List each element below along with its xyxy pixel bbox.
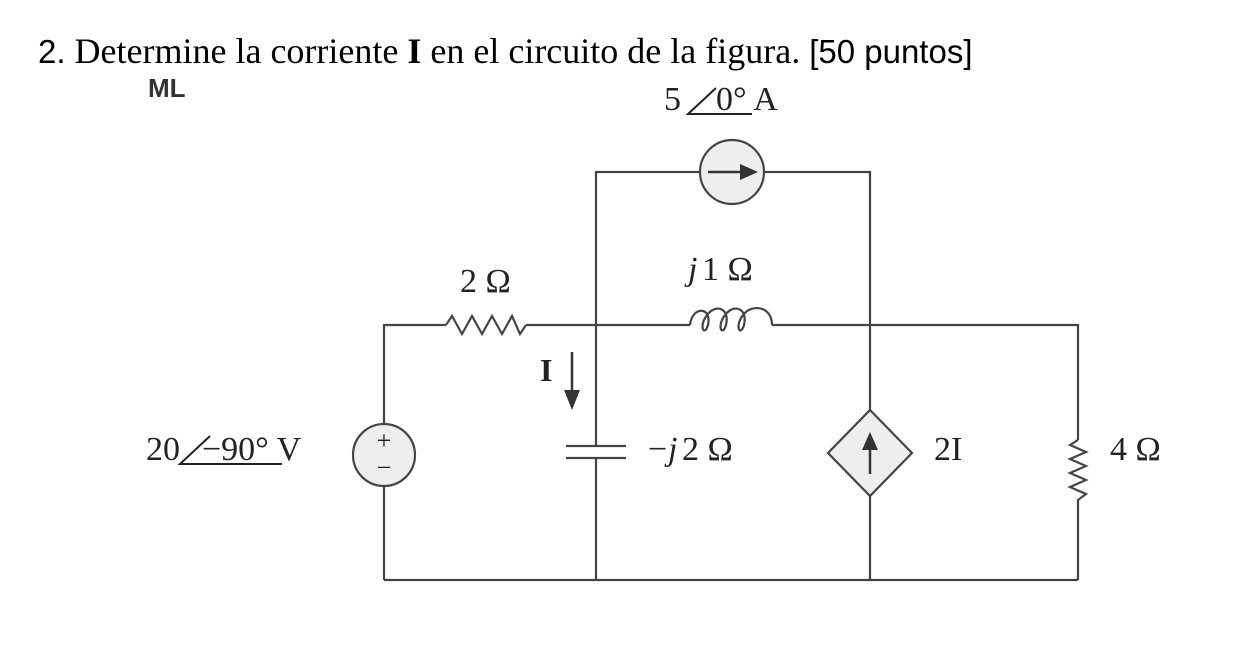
- resistor-4ohm: [1067, 439, 1089, 580]
- voltage-source-angle: −90° V: [202, 431, 302, 468]
- middle-wires: [382, 323, 1080, 440]
- current-i-label: I: [540, 352, 552, 388]
- problem-variable: I: [407, 31, 422, 71]
- capacitor: [566, 325, 626, 580]
- phasor-angle-icon: [177, 435, 282, 465]
- problem-text-pre: Determine la corriente: [74, 31, 408, 71]
- dependent-source: [826, 408, 914, 580]
- inductor: [688, 306, 774, 332]
- arrow-right-icon: [740, 164, 758, 180]
- resistor-2ohm: [445, 313, 527, 337]
- problem-text-post: en el circuito de la figura.: [421, 31, 801, 71]
- capacitor-label: 2 Ω: [682, 431, 733, 468]
- dependent-source-label: 2I: [934, 431, 962, 468]
- watermark-logo: ML: [148, 73, 186, 103]
- problem-number: 2.: [38, 33, 66, 70]
- phasor-angle-icon: [685, 87, 752, 115]
- voltage-source-magnitude: 20: [146, 431, 180, 468]
- inductor-label: 1 Ω: [702, 251, 753, 288]
- top-branch-wires: [594, 170, 872, 410]
- arrow-down-icon: [564, 352, 580, 410]
- current-source: [698, 138, 766, 206]
- capacitor-j: j: [664, 431, 677, 468]
- current-source-magnitude: 5: [664, 81, 681, 118]
- voltage-source-minus: −: [377, 453, 392, 482]
- resistor-2ohm-label: 2 Ω: [460, 263, 511, 300]
- capacitor-sign: −: [648, 431, 667, 468]
- arrow-up-icon: [862, 432, 878, 450]
- resistor-4ohm-label: 4 Ω: [1110, 431, 1161, 468]
- problem-points: [50 puntos]: [809, 33, 973, 70]
- inductor-j: j: [684, 251, 697, 288]
- problem-statement: 2. Determine la corriente I en el circui…: [38, 30, 973, 72]
- voltage-source-plus: +: [377, 426, 392, 455]
- current-source-angle: 0° A: [716, 81, 778, 118]
